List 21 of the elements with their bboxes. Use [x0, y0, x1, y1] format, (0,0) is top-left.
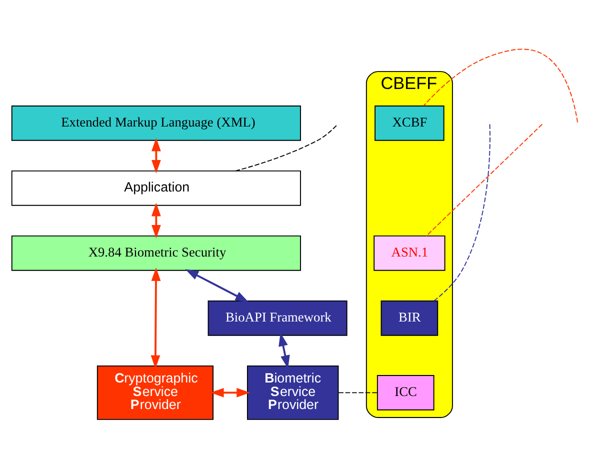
- node-box: Biometric Service Provider: [246, 365, 339, 420]
- arrow: [151, 138, 161, 174]
- node-box: BioAPI Framework: [208, 300, 348, 336]
- node-box: BIR: [380, 300, 438, 336]
- arrow: [278, 332, 290, 369]
- arrow: [210, 388, 250, 398]
- node-box: ICC: [376, 375, 434, 410]
- node-box: Application: [11, 170, 301, 206]
- arrow: [185, 269, 249, 302]
- node-box: ASN.1: [374, 235, 446, 271]
- node-box: Extended Markup Language (XML): [11, 105, 301, 141]
- connector: [426, 124, 543, 236]
- connector: [338, 392, 378, 394]
- connector: [423, 48, 578, 123]
- node-box: Cryptographic Service Provider: [96, 365, 214, 420]
- node-box: XCBF: [374, 105, 444, 141]
- arrow: [150, 268, 161, 369]
- connector: [433, 124, 490, 302]
- node-box: X9.84 Biometric Security: [11, 235, 301, 271]
- connector: [234, 124, 338, 172]
- arrow: [151, 202, 161, 238]
